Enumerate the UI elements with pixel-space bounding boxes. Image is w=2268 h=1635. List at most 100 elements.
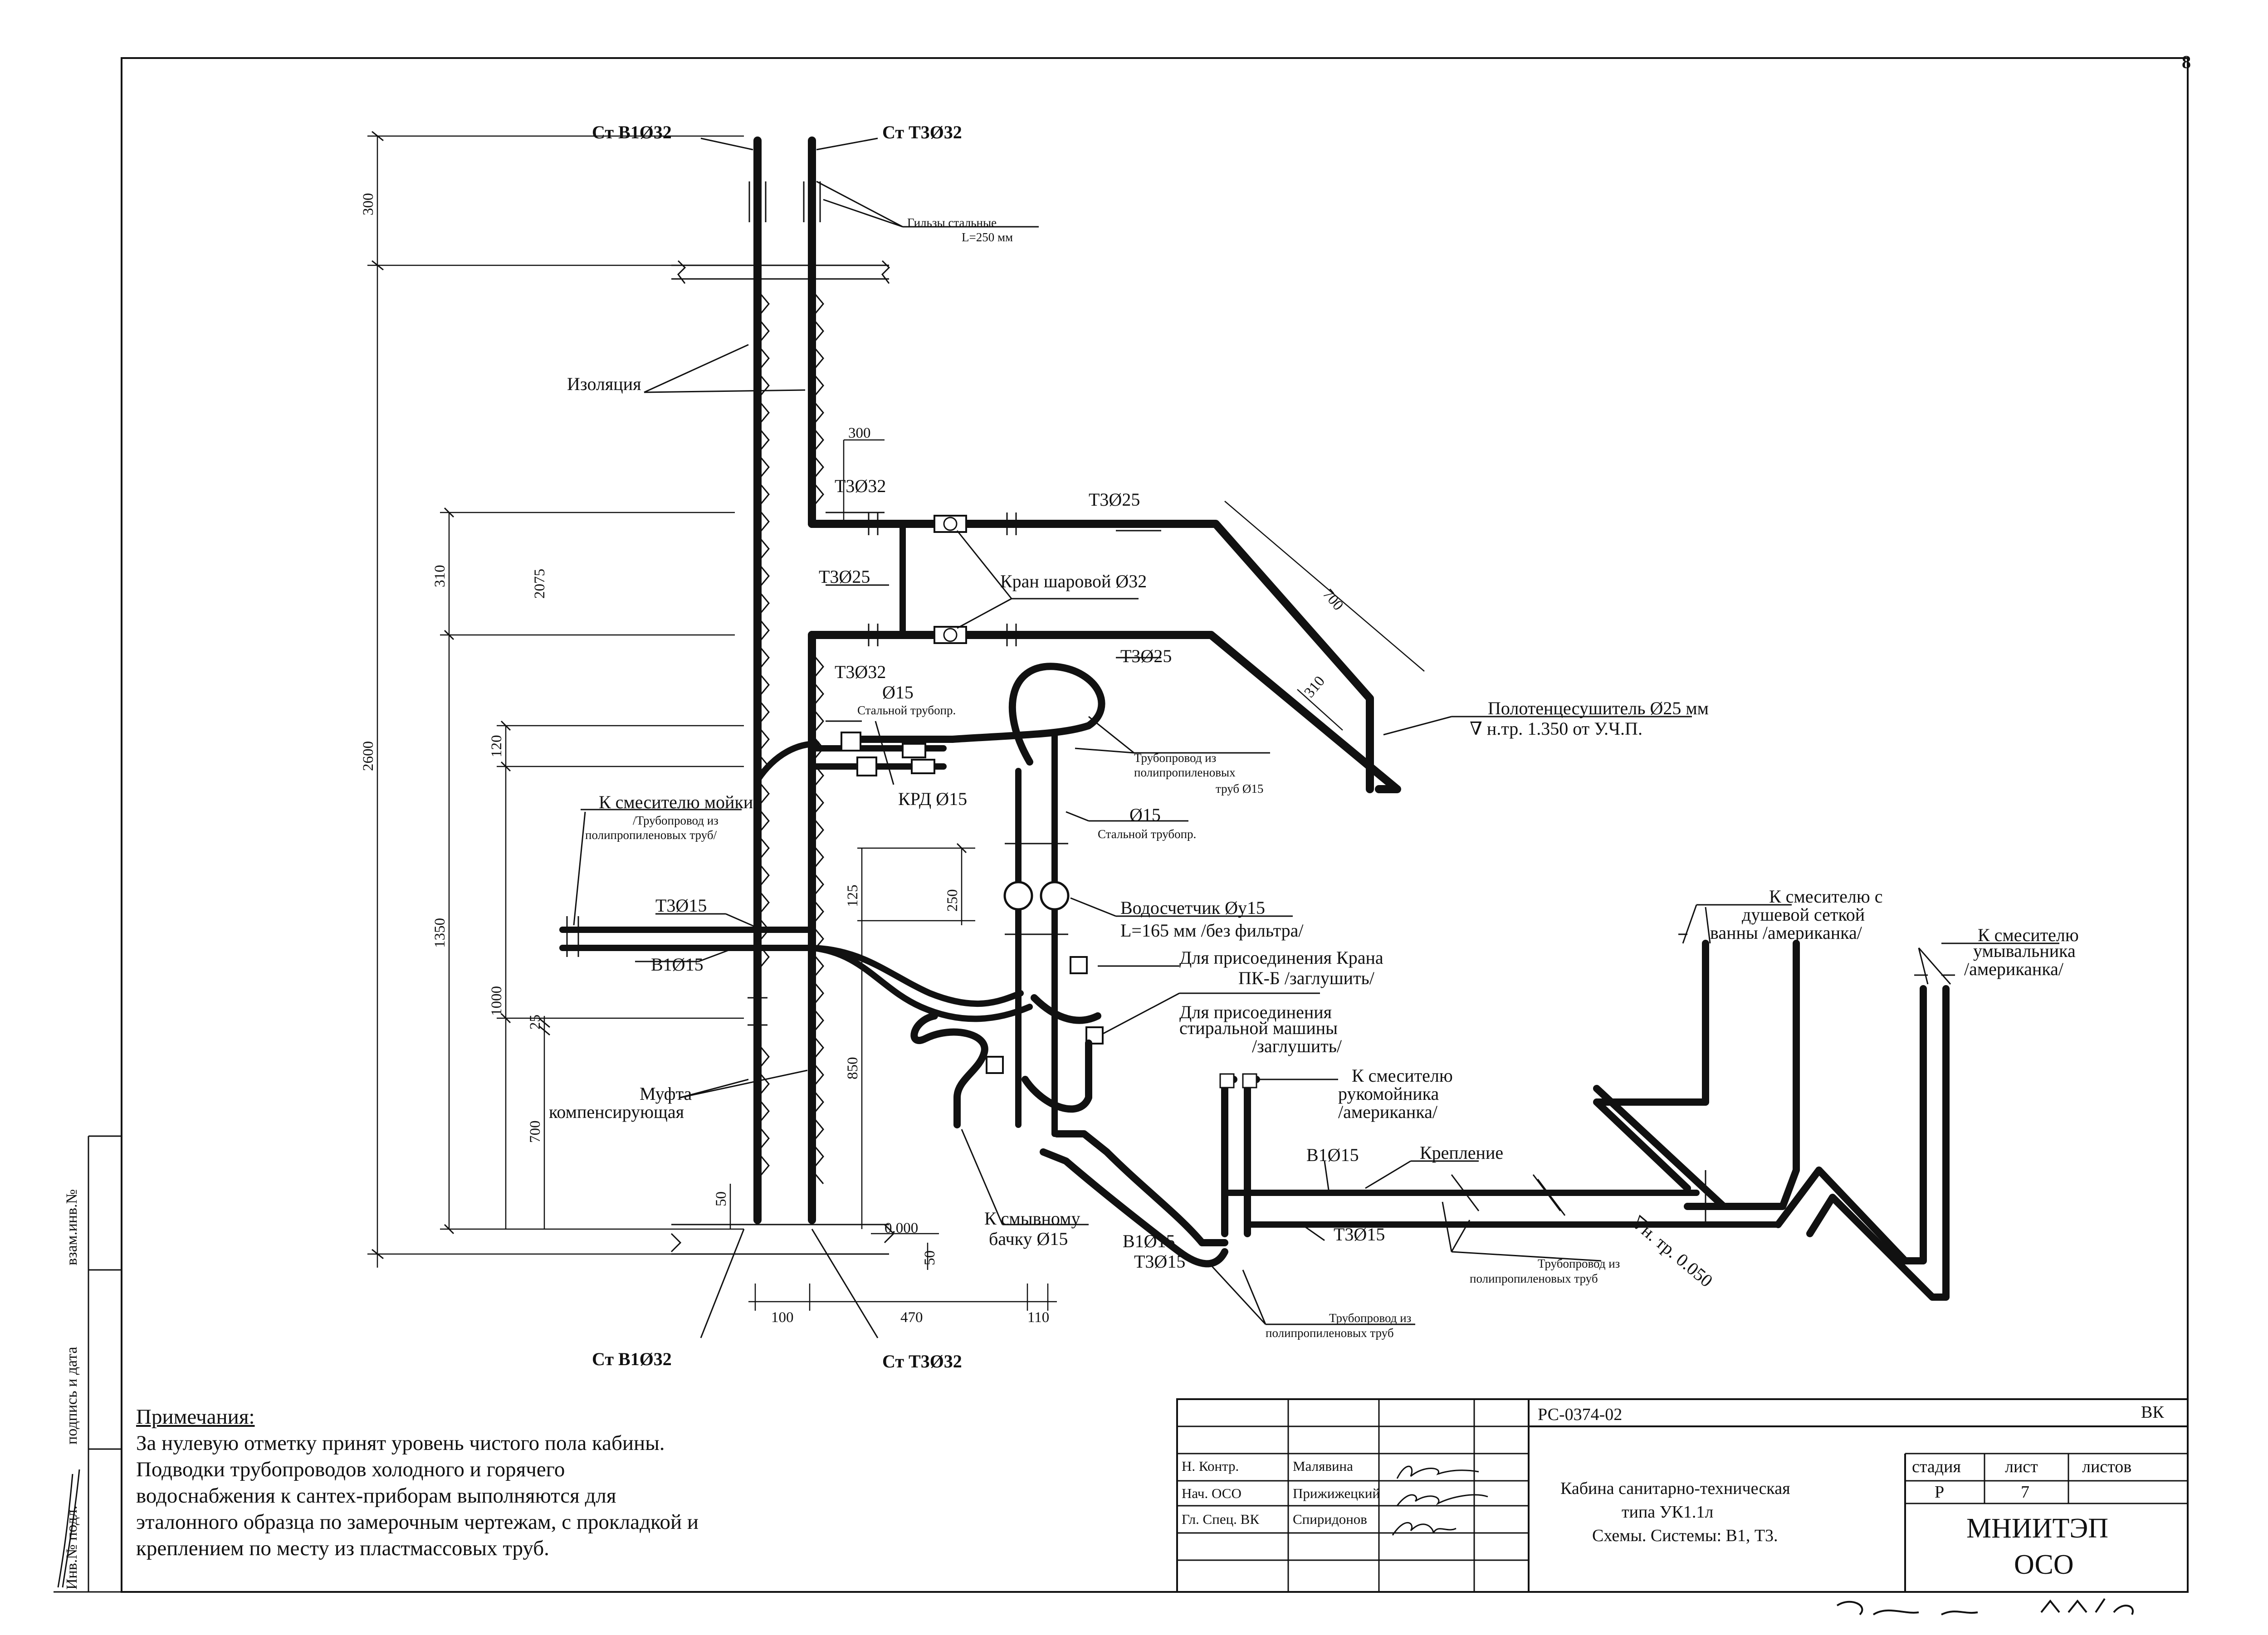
sheets-header: листов (2082, 1457, 2132, 1476)
t3-15-left-label: Т3Ø15 (655, 895, 707, 916)
t3-15-mid-label: Т3Ø15 (1334, 1224, 1385, 1245)
dim-1350: 1350 (432, 918, 448, 948)
shower-label-1: К смесителю с (1769, 886, 1883, 907)
zero-level-label: 0.000 (885, 1220, 918, 1236)
section-code: ВК (2141, 1403, 2164, 1422)
meter-assembly (809, 663, 1105, 1137)
coupling-label-2: компенсирующая (549, 1102, 684, 1122)
project-title-2: типа УК1.1л (1622, 1503, 1714, 1522)
wm-label-3: /заглушить/ (1252, 1036, 1342, 1056)
dim-470: 470 (900, 1309, 923, 1326)
flush-tank-branch (910, 1012, 988, 1128)
side-label-replace: взам.инв.№ (64, 1189, 80, 1265)
dim-700-left: 700 (527, 1121, 543, 1143)
ball-valve-label: Кран шаровой Ø32 (1000, 571, 1147, 591)
leader-lines (573, 137, 2059, 1338)
notes-line-2: Подводки трубопроводов холодного и горяч… (136, 1458, 565, 1481)
notes-line-1: За нулевую отметку принят уровень чистог… (136, 1431, 665, 1455)
shower-branch (1593, 933, 1800, 1210)
washbasin-label-3: /американка/ (1964, 959, 2064, 979)
notes-line-5: креплением по месту из пластмассовых тру… (136, 1537, 549, 1560)
signatures-graphic (57, 1465, 2134, 1615)
pp-pipe-label-3: труб Ø15 (1216, 782, 1263, 796)
sleeves-label-1: Гильзы стальные (907, 216, 997, 229)
ball-valve-top-icon (934, 515, 967, 533)
pp-pipe-right-label-1: Трубопровод из (1538, 1257, 1620, 1270)
dim-310-left: 310 (432, 565, 448, 588)
b1-15-left-label: В1Ø15 (651, 954, 704, 975)
side-label-inventory: Инв.№ подл. (64, 1505, 80, 1590)
meter-label-2: L=165 мм /без фильтра/ (1120, 920, 1304, 941)
dim-2075: 2075 (532, 569, 548, 599)
page-number: 8 (2182, 52, 2191, 72)
riser-b1 (748, 137, 767, 1224)
d15-steel-label-a: Ø15 (882, 682, 914, 703)
riser-b1-top-label: Ст В1Ø32 (592, 122, 672, 142)
signature-name-3: Спиридонов (1293, 1511, 1367, 1527)
dim-2600: 2600 (360, 741, 376, 771)
signature-name-2: Прижижецкий (1293, 1485, 1380, 1501)
b1-15-mid-label: В1Ø15 (1306, 1145, 1359, 1165)
riser-b1-bottom-label: Ст В1Ø32 (592, 1349, 672, 1369)
dim-250: 250 (944, 889, 961, 912)
stage-value: Р (1935, 1483, 1945, 1502)
dim-50-b: 50 (922, 1250, 938, 1265)
sheet-frame (121, 57, 2189, 1593)
signature-role-2: Нач. ОСО (1182, 1485, 1242, 1501)
towel-dryer-branch (808, 512, 1401, 793)
krd-label: КРД Ø15 (898, 789, 967, 809)
stage-header: стадия (1912, 1457, 1961, 1476)
t3-25-mid-label: Т3Ø25 (1120, 646, 1172, 666)
insulation-label: Изоляция (567, 374, 641, 394)
b1-15-low-label: В1Ø15 (1123, 1231, 1175, 1251)
pp-pipe-bottom-label-2: полипропиленовых труб (1266, 1326, 1394, 1340)
notes-title: Примечания: (136, 1405, 255, 1429)
d15-steel-label-b: Ø15 (1129, 805, 1161, 825)
steel-pipe-label-a: Стальной трубопр. (857, 703, 956, 717)
dim-700-diag: 700 (1320, 586, 1346, 614)
signature-name-1: Малявина (1293, 1458, 1353, 1474)
riser-t3-top-label: Ст Т3Ø32 (882, 122, 962, 142)
towel-dryer-label-2: ∇ н.тр. 1.350 от У.Ч.П. (1470, 718, 1642, 739)
steel-pipe-label-b: Стальной трубопр. (1098, 827, 1196, 841)
dim-25: 25 (527, 1015, 543, 1030)
project-title-3: Схемы. Системы: В1, Т3. (1592, 1526, 1778, 1545)
shower-label-3: ванны /американка/ (1710, 922, 1862, 943)
doc-code: РС-0374-02 (1538, 1405, 1623, 1424)
signature-role-3: Гл. Спец. ВК (1182, 1511, 1260, 1527)
title-block-grid (1176, 1398, 2189, 1593)
dim-300-top: 300 (360, 193, 376, 216)
washbasin-branch (1774, 974, 1955, 1301)
flush-label-2: бачку Ø15 (989, 1229, 1068, 1249)
shower-label-2: душевой сеткой (1742, 904, 1865, 925)
basin-label-3: /американка/ (1338, 1102, 1438, 1122)
dim-300-h: 300 (848, 425, 871, 441)
pp-pipe-label-1: Трубопровод из (1134, 751, 1216, 765)
side-label-signature: подпись и дата (64, 1347, 80, 1445)
t3-32-label-a: Т3Ø32 (835, 476, 886, 496)
signature-role-1: Н. Контр. (1182, 1458, 1239, 1474)
sink-branch (559, 741, 1033, 1022)
t3-25-label-a: Т3Ø25 (819, 566, 870, 587)
dim-850: 850 (845, 1057, 861, 1080)
notes-line-4: эталонного образца по замерочным чертежа… (136, 1510, 699, 1534)
notes-line-3: водоснабжения к сантех-приборам выполняю… (136, 1484, 616, 1508)
sink-label-2: /Трубопровод из (633, 814, 719, 827)
notes-block: Примечания: За нулевую отметку принят ур… (136, 1404, 807, 1562)
dim-100: 100 (771, 1309, 794, 1326)
sink-label-3: полипропиленовых труб/ (585, 828, 717, 842)
meter-label-1: Водосчетчик Øу15 (1120, 898, 1265, 918)
basin-label-2: рукомойника (1338, 1083, 1439, 1104)
organization-name: МНИИТЭП (1966, 1513, 2109, 1544)
dim-1000: 1000 (489, 986, 505, 1016)
sheet-header: лист (2005, 1457, 2038, 1476)
wm-label-1: Для присоединения (1179, 1002, 1332, 1022)
project-title-1: Кабина санитарно-техническая (1560, 1479, 1790, 1498)
pp-pipe-bottom-label-1: Трубопровод из (1329, 1311, 1411, 1325)
pp-pipe-right-label-2: полипропиленовых труб (1470, 1272, 1598, 1285)
organization-unit: ОСО (2014, 1549, 2074, 1580)
towel-dryer-label-1: Полотенцесушитель Ø25 мм (1488, 698, 1709, 718)
dim-50-a: 50 (713, 1191, 729, 1206)
tap-label-1: Для присоединения Крана (1179, 947, 1383, 968)
